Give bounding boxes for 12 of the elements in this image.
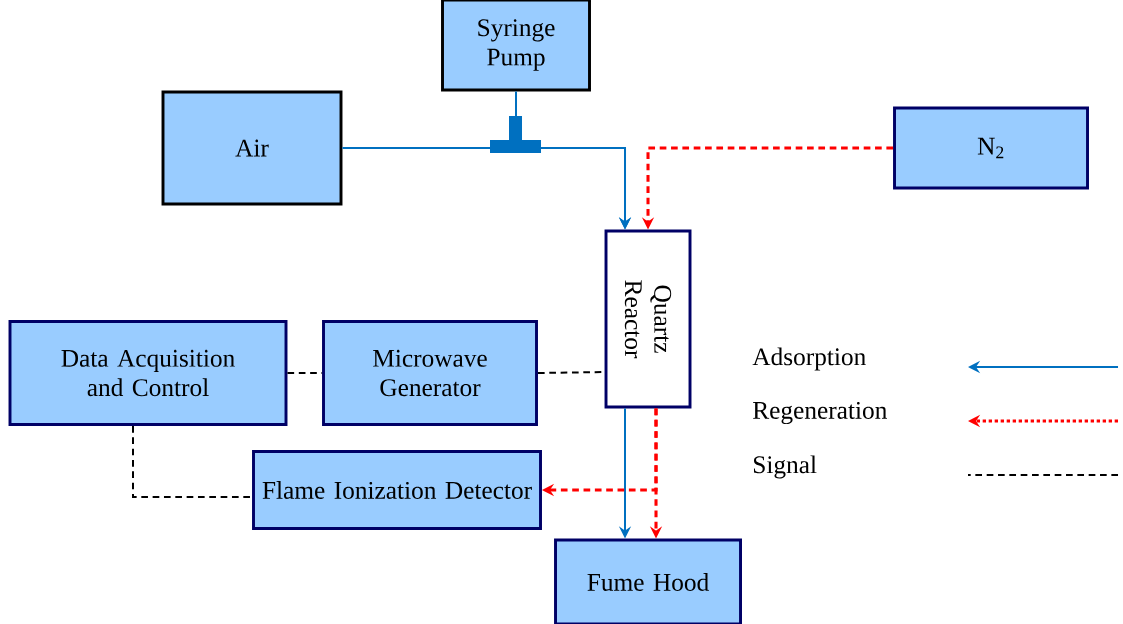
reactor-box: Quartz Reactor xyxy=(604,229,692,409)
legend-label: Adsorption xyxy=(752,347,866,371)
process-box: Air xyxy=(161,90,343,206)
process-box: Data Acquisition and Control xyxy=(8,320,288,426)
process-box: Fume Hood xyxy=(554,538,742,624)
legend-label: Regeneration xyxy=(753,401,887,425)
process-box: N$_{2}$ xyxy=(893,106,1089,190)
process-box: Microwave Generator xyxy=(322,320,538,426)
process-box: Syringe Pump xyxy=(441,0,591,92)
process-box: Flame Ionization Detector xyxy=(252,450,542,530)
signal-line xyxy=(286,372,324,374)
legend-label: Signal xyxy=(753,455,817,479)
